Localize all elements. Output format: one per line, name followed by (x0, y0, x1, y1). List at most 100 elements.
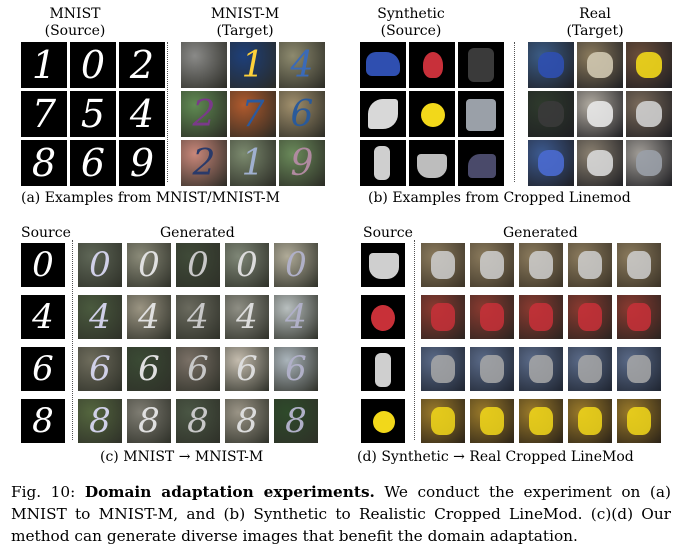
real-sample (577, 140, 623, 186)
synthetic-object (368, 99, 398, 129)
linemod-source-object (375, 353, 391, 387)
real-object (587, 101, 613, 127)
linemod-generated-sample (617, 399, 661, 443)
panel-b-divider (514, 42, 515, 182)
mnist-digit: 0 (80, 43, 106, 87)
linemod-generated-object (529, 355, 553, 383)
linemod-generated-object (578, 303, 602, 331)
mnist-source-digit: 0 (32, 245, 54, 285)
linemod-source-object (371, 305, 395, 331)
synthetic-object (466, 99, 496, 131)
linemod-generated-sample (617, 347, 661, 391)
mnist-generated-sample: 0 (176, 243, 220, 287)
real-sample (528, 140, 574, 186)
linemod-generated-object (480, 251, 504, 279)
mnist-generated-sample: 8 (225, 399, 269, 443)
synthetic-object (468, 48, 494, 82)
linemod-generated-sample (617, 295, 661, 339)
mnist-generated-sample: 8 (78, 399, 122, 443)
mnistm-sample: 6 (279, 91, 325, 137)
real-object (636, 150, 662, 176)
mnist-generated-sample: 8 (176, 399, 220, 443)
linemod-generated-object (431, 407, 455, 435)
mnist-generated-digit: 8 (187, 401, 209, 441)
mnistm-sample: 7 (230, 91, 276, 137)
figure-caption-body: We conduct the experiment on (a) MNIST t… (11, 483, 671, 545)
mnist-sample: 0 (70, 42, 116, 88)
linemod-generated-sample (470, 243, 514, 287)
real-sample (528, 91, 574, 137)
real-target-sub: (Target) (566, 23, 624, 39)
synthetic-object (417, 154, 447, 178)
mnist-source-digit: 8 (32, 401, 54, 441)
mnist-generated-digit: 6 (187, 349, 209, 389)
mnist-source-sub: (Source) (44, 23, 106, 39)
real-object (538, 101, 564, 127)
mnistm-digit: 2 (192, 142, 216, 184)
linemod-generated-sample (470, 399, 514, 443)
mnistm-digit: 9 (290, 142, 314, 184)
linemod-generated-sample (519, 399, 563, 443)
real-object (587, 150, 613, 176)
mnist-digit: 7 (31, 92, 57, 136)
linemod-generated-object (627, 303, 651, 331)
mnist-generated-digit: 6 (89, 349, 111, 389)
synthetic-sample (409, 91, 455, 137)
synthetic-sample (360, 42, 406, 88)
real-object (587, 52, 613, 78)
mnist-generated-digit: 4 (89, 297, 111, 337)
mnist-generated-digit: 8 (138, 401, 160, 441)
figure-caption: Fig. 10: Domain adaptation experiments. … (11, 481, 671, 547)
synthetic-sample (409, 140, 455, 186)
mnist-generated-digit: 0 (89, 245, 111, 285)
mnist-sample: 8 (21, 140, 67, 186)
mnistm-target-sub: (Target) (216, 23, 274, 39)
panel-c-generated-label: Generated (160, 225, 235, 241)
mnist-generated-sample: 4 (225, 295, 269, 339)
linemod-generated-sample (421, 347, 465, 391)
linemod-generated-object (627, 407, 651, 435)
panel-a-target-title: MNIST-M (Target) (190, 6, 300, 40)
mnist-generated-sample: 0 (225, 243, 269, 287)
synthetic-sample (458, 42, 504, 88)
linemod-generated-object (578, 251, 602, 279)
linemod-generated-object (480, 355, 504, 383)
synthetic-sample (458, 140, 504, 186)
synthetic-object (421, 103, 445, 127)
mnistm-digit: 6 (290, 93, 314, 135)
mnistm-digit: 4 (290, 44, 314, 86)
mnist-generated-digit: 0 (187, 245, 209, 285)
mnist-generated-sample: 6 (78, 347, 122, 391)
real-sample (577, 42, 623, 88)
mnist-generated-digit: 8 (285, 401, 307, 441)
mnist-digit: 1 (31, 43, 57, 87)
panel-c-divider (72, 240, 73, 440)
linemod-generated-sample (519, 295, 563, 339)
mnist-source-digit: 4 (32, 297, 54, 337)
panel-d-source-label: Source (363, 225, 413, 241)
panel-b-caption: (b) Examples from Cropped Linemod (368, 190, 631, 206)
linemod-source-sample (361, 347, 405, 391)
linemod-source-sample (361, 399, 405, 443)
linemod-generated-sample (470, 347, 514, 391)
mnist-digit: 6 (80, 141, 106, 185)
synthetic-sample (409, 42, 455, 88)
synthetic-sample (360, 140, 406, 186)
mnist-sample: 1 (21, 42, 67, 88)
synthetic-sample (458, 91, 504, 137)
panel-b-target-title: Real (Target) (540, 6, 650, 40)
panel-c-caption: (c) MNIST → MNIST-M (100, 449, 264, 465)
real-sample (626, 140, 672, 186)
linemod-generated-sample (519, 347, 563, 391)
real-sample (577, 91, 623, 137)
mnistm-sample: 1 (230, 42, 276, 88)
mnistm-digit (181, 42, 227, 88)
mnistm-sample: 9 (279, 140, 325, 186)
mnist-digit: 8 (31, 141, 57, 185)
mnistm-sample: 1 (230, 140, 276, 186)
mnist-generated-digit: 0 (138, 245, 160, 285)
mnist-source-sample: 6 (21, 347, 65, 391)
mnist-generated-digit: 6 (138, 349, 160, 389)
mnist-digit: 9 (129, 141, 155, 185)
mnist-source-digit: 6 (32, 349, 54, 389)
